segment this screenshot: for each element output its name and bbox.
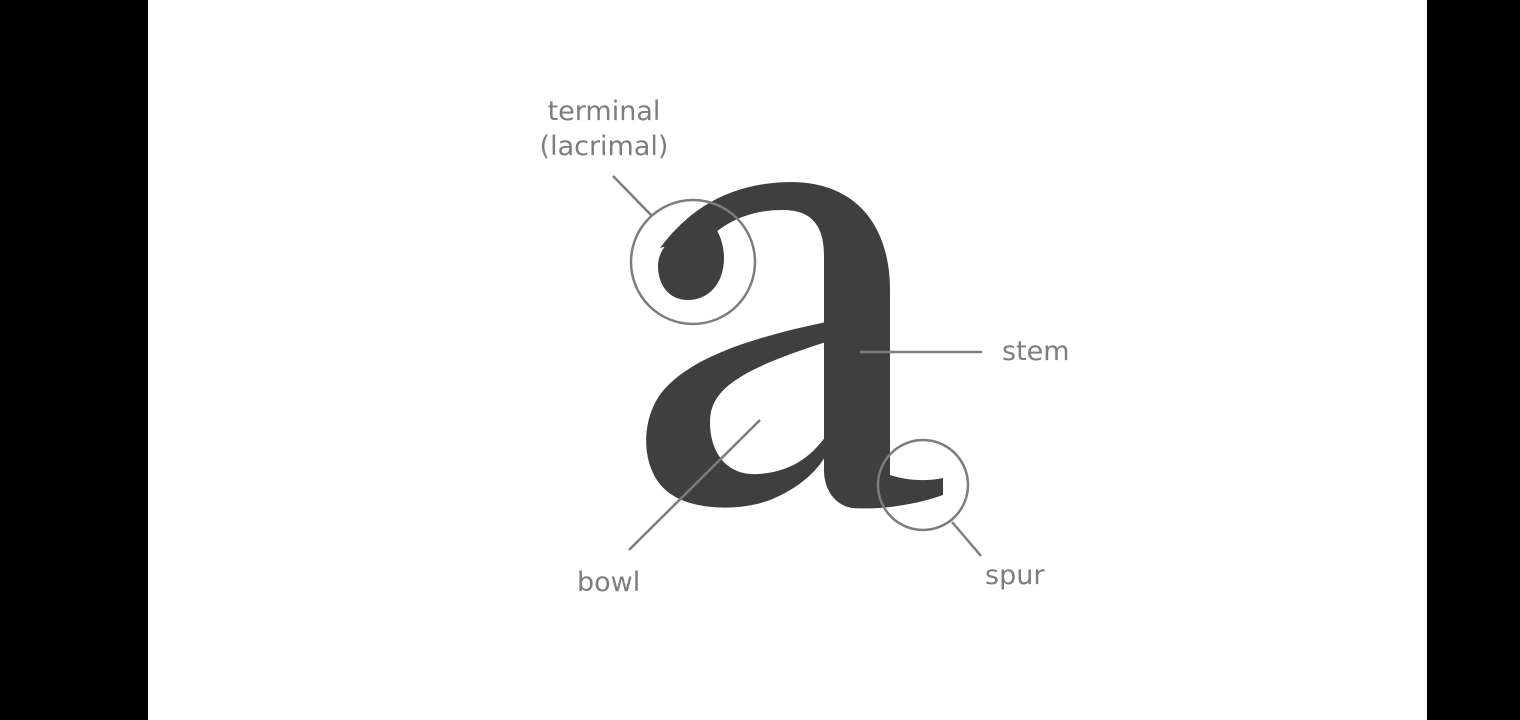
letter-a-glyph <box>646 182 943 509</box>
stem-label: stem <box>1002 336 1070 367</box>
slide-canvas: terminal (lacrimal) stem bowl spur <box>148 0 1427 720</box>
terminal-drop-shape <box>658 220 724 300</box>
bowl-shape <box>646 322 826 508</box>
terminal-leader-line <box>612 175 653 217</box>
terminal-highlight-circle <box>629 198 757 326</box>
stem-shape <box>660 182 943 509</box>
spur-leader-line <box>951 521 982 557</box>
annotations <box>612 175 982 557</box>
terminal-label-line1: terminal <box>548 96 661 127</box>
letter-anatomy-diagram: terminal (lacrimal) stem bowl spur <box>540 96 1070 598</box>
bowl-label: bowl <box>577 567 640 598</box>
spur-label: spur <box>985 560 1045 591</box>
bowl-leader-line <box>628 419 761 551</box>
spur-highlight-circle <box>876 438 970 532</box>
terminal-label-line2: (lacrimal) <box>540 131 669 162</box>
